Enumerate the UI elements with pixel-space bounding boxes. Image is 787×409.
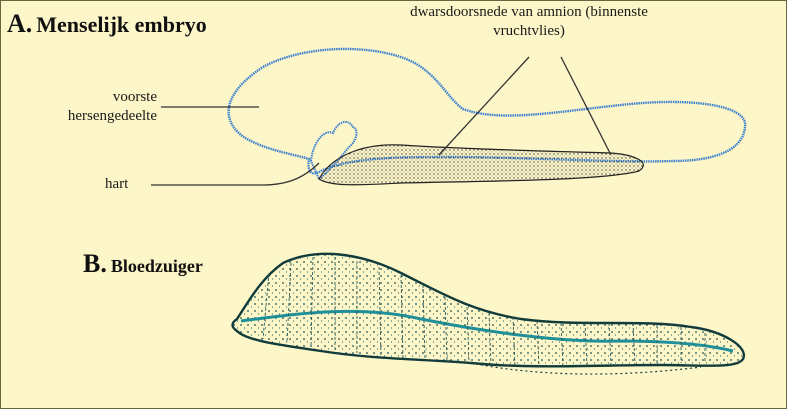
panel-a-name: Menselijk embryo	[36, 12, 206, 37]
panel-b-letter: B.	[83, 249, 107, 278]
panel-b-title: B. Bloedzuiger	[83, 251, 203, 277]
panel-b-name: Bloedzuiger	[111, 256, 203, 276]
leech-body	[233, 254, 744, 366]
leader-line-heart	[151, 163, 319, 185]
leech-drawing	[233, 254, 744, 374]
label-forebrain: voorste hersengedeelte	[37, 88, 157, 126]
panel-a-title: A. Menselijk embryo	[7, 11, 207, 37]
amnion-layer	[319, 145, 643, 185]
leader-line-amnion-1	[439, 57, 529, 155]
panel-a-letter: A.	[7, 9, 32, 38]
label-heart: hart	[105, 177, 128, 192]
embryo-drawing	[229, 49, 746, 185]
label-amnion: dwarsdoorsnede van amnion (binnenste vru…	[379, 3, 679, 41]
leader-line-amnion-2	[561, 57, 611, 155]
